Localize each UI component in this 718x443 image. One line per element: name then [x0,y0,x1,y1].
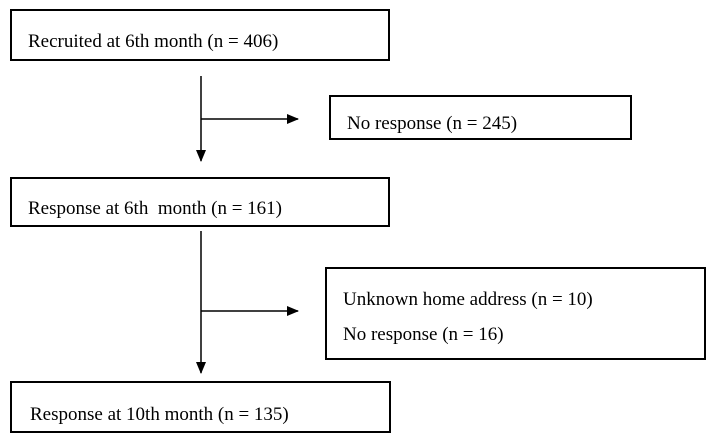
response-6th-month-label: Response at 6th month (n = 161) [28,198,282,219]
excluded-box: Unknown home address (n = 10) No respons… [325,267,706,360]
response-10th-month-box: Response at 10th month (n = 135) [10,381,391,433]
response-10th-month-label: Response at 10th month (n = 135) [30,404,289,425]
no-response-label: No response (n = 245) [347,113,518,134]
recruited-box: Recruited at 6th month (n = 406) [10,9,390,61]
no-response-box: No response (n = 245) [329,95,632,140]
recruited-label: Recruited at 6th month (n = 406) [28,31,279,52]
response-6th-month-box: Response at 6th month (n = 161) [10,177,390,227]
no-response-2-label: No response (n = 16) [343,324,504,345]
unknown-address-label: Unknown home address (n = 10) [343,289,593,310]
